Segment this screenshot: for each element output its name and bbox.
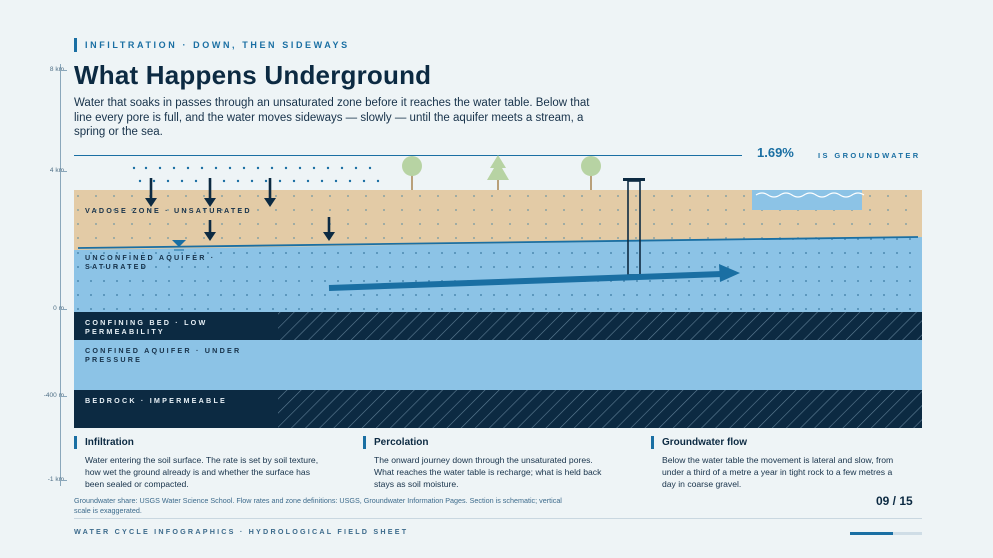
layer-label-bedrock: BEDROCK · IMPERMEABLE — [85, 396, 228, 405]
page-number: 09 / 15 — [876, 494, 913, 508]
tree-icon — [402, 156, 422, 190]
scale-tick-0m: 0 m — [38, 305, 67, 312]
water-table-line — [77, 236, 919, 249]
column-infiltration: Infiltration Water entering the soil sur… — [74, 436, 319, 490]
down-arrow-icon — [145, 178, 335, 241]
column-body: The onward journey down through the unsa… — [374, 455, 602, 489]
eyebrow: INFILTRATION · DOWN, THEN SIDEWAYS — [74, 38, 350, 52]
column-title: Percolation — [363, 436, 608, 449]
column-title: Groundwater flow — [651, 436, 896, 449]
column-title: Infiltration — [74, 436, 319, 449]
column-groundwater-flow: Groundwater flow Below the water table t… — [651, 436, 896, 490]
rain-dots — [132, 166, 380, 183]
stream-icon — [752, 190, 865, 210]
confined-aquifer-layer — [74, 340, 922, 390]
tree-icon — [581, 156, 601, 190]
column-body: Water entering the soil surface. The rat… — [85, 455, 319, 489]
depth-scale — [60, 64, 61, 486]
stat-label: IS GROUNDWATER — [818, 151, 921, 160]
layer-label-confined: CONFINED AQUIFER · UNDER PRESSURE — [85, 346, 242, 364]
scale-tick-1km: -1 km — [38, 476, 67, 483]
scale-tick-8km: 8 km — [38, 66, 67, 73]
column-body: Below the water table the movement is la… — [662, 455, 894, 489]
stat-rule — [74, 155, 742, 156]
layer-label-confining: CONFINING BED · LOW PERMEABILITY — [85, 318, 208, 336]
lede-paragraph: Water that soaks in passes through an un… — [74, 97, 590, 138]
scale-tick-4km: 4 km — [38, 167, 67, 174]
stat-value: 1.69% — [757, 145, 794, 160]
cross-section-diagram — [74, 155, 922, 428]
flow-arrow-icon — [328, 264, 740, 291]
pine-tree-icon — [487, 155, 509, 190]
footer-rule — [74, 518, 922, 519]
page-title: What Happens Underground — [74, 60, 432, 90]
water-table-marker-icon — [172, 240, 186, 247]
progress-fill — [850, 532, 894, 535]
layer-label-vadose: VADOSE ZONE · UNSATURATED — [85, 206, 252, 215]
scale-tick-400m: -400 m — [38, 392, 67, 399]
column-percolation: Percolation The onward journey down thro… — [363, 436, 608, 490]
layer-label-unconfined: UNCONFINED AQUIFER · SATURATED — [85, 253, 216, 271]
footer-text: WATER CYCLE INFOGRAPHICS · HYDROLOGICAL … — [74, 527, 409, 536]
sources-note: Groundwater share: USGS Water Science Sc… — [74, 496, 562, 515]
progress-bar — [850, 532, 922, 535]
